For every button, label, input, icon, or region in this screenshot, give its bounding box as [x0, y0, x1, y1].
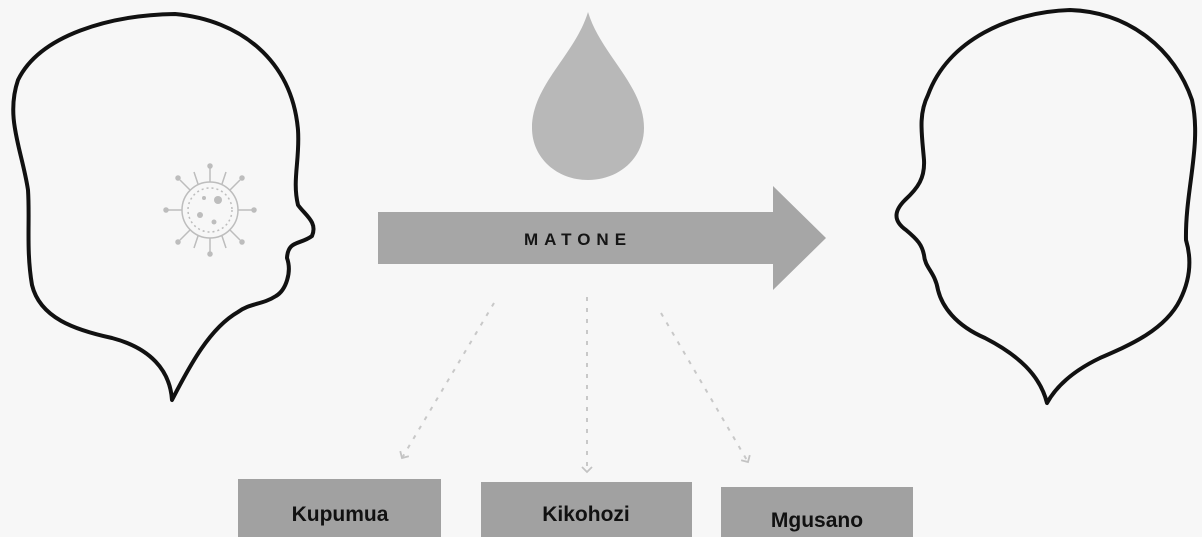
box-label: Mgusano: [771, 509, 863, 532]
arrow-label: MATONE: [524, 230, 632, 249]
box-kikohozi: Kikohozi: [481, 482, 692, 537]
box-mgusano: Mgusano: [721, 487, 913, 537]
box-label: Kikohozi: [542, 503, 630, 526]
box-label: Kupumua: [292, 503, 389, 526]
box-kupumua: Kupumua: [238, 479, 441, 537]
